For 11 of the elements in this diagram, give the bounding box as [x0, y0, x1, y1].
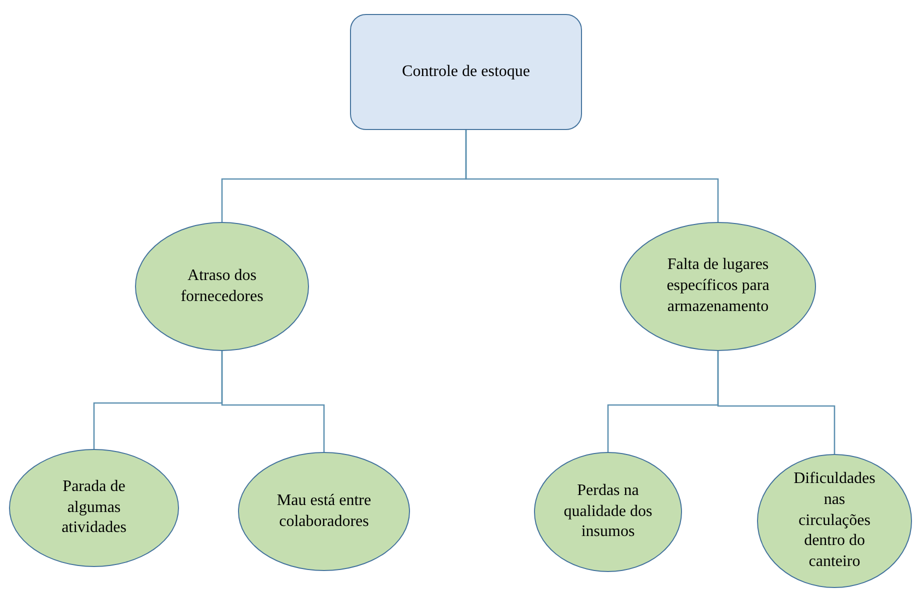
- rounded-box: [350, 14, 582, 130]
- node-text: Falta de lugares específicos para armazenamento: [666, 255, 770, 317]
- node-text: Parada de algumas atividades: [60, 476, 128, 538]
- node-text: Dificuldades nas circulações dentro do canteiro: [792, 469, 876, 572]
- node-text: Mau está entre colaboradores: [276, 490, 372, 532]
- node-text: Perdas na qualidade dos insumos: [563, 480, 653, 542]
- node-text: Controle de estoque: [402, 62, 530, 82]
- connector-line: [221, 351, 325, 452]
- connector-line: [465, 130, 719, 222]
- connector-line: [717, 351, 836, 454]
- node-text: Atraso dos fornecedores: [180, 266, 264, 306]
